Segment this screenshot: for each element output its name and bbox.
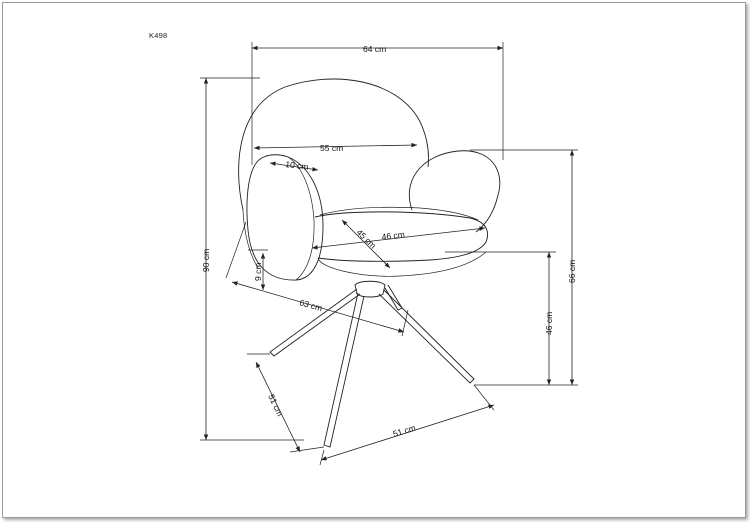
label-overall-height: 90 cm <box>201 249 211 272</box>
dimension-lines <box>200 42 578 466</box>
left-armrest <box>246 154 324 281</box>
label-seat-depth: 45 cm <box>355 227 379 250</box>
dimension-labels: 64 cm 55 cm 10 cm 46 cm 45 cm 90 cm 9 cm… <box>201 44 577 439</box>
label-armrest-thickness: 10 cm <box>285 159 309 172</box>
label-base-width: 51 cm <box>392 423 417 439</box>
product-code: K498 <box>149 31 168 40</box>
label-base-depth: 51 cm <box>266 392 285 417</box>
chair-outline <box>238 78 501 448</box>
backrest-left-edge <box>242 209 259 269</box>
label-seat-height: 46 cm <box>544 312 554 335</box>
leg-back-right <box>384 284 403 311</box>
label-seat-back-width: 55 cm <box>320 143 343 153</box>
right-armrest <box>408 150 501 233</box>
label-armrest-height: 66 cm <box>567 260 577 283</box>
backrest-inner-edge <box>319 206 479 221</box>
label-seat-width: 46 cm <box>381 229 405 242</box>
backrest <box>238 78 429 211</box>
seat-front-edge <box>317 251 487 277</box>
label-overall-width: 64 cm <box>363 44 386 54</box>
leg-front-right <box>378 289 475 384</box>
label-seat-thickness: 9 cm <box>253 263 263 281</box>
label-overall-depth: 63 cm <box>298 297 323 313</box>
